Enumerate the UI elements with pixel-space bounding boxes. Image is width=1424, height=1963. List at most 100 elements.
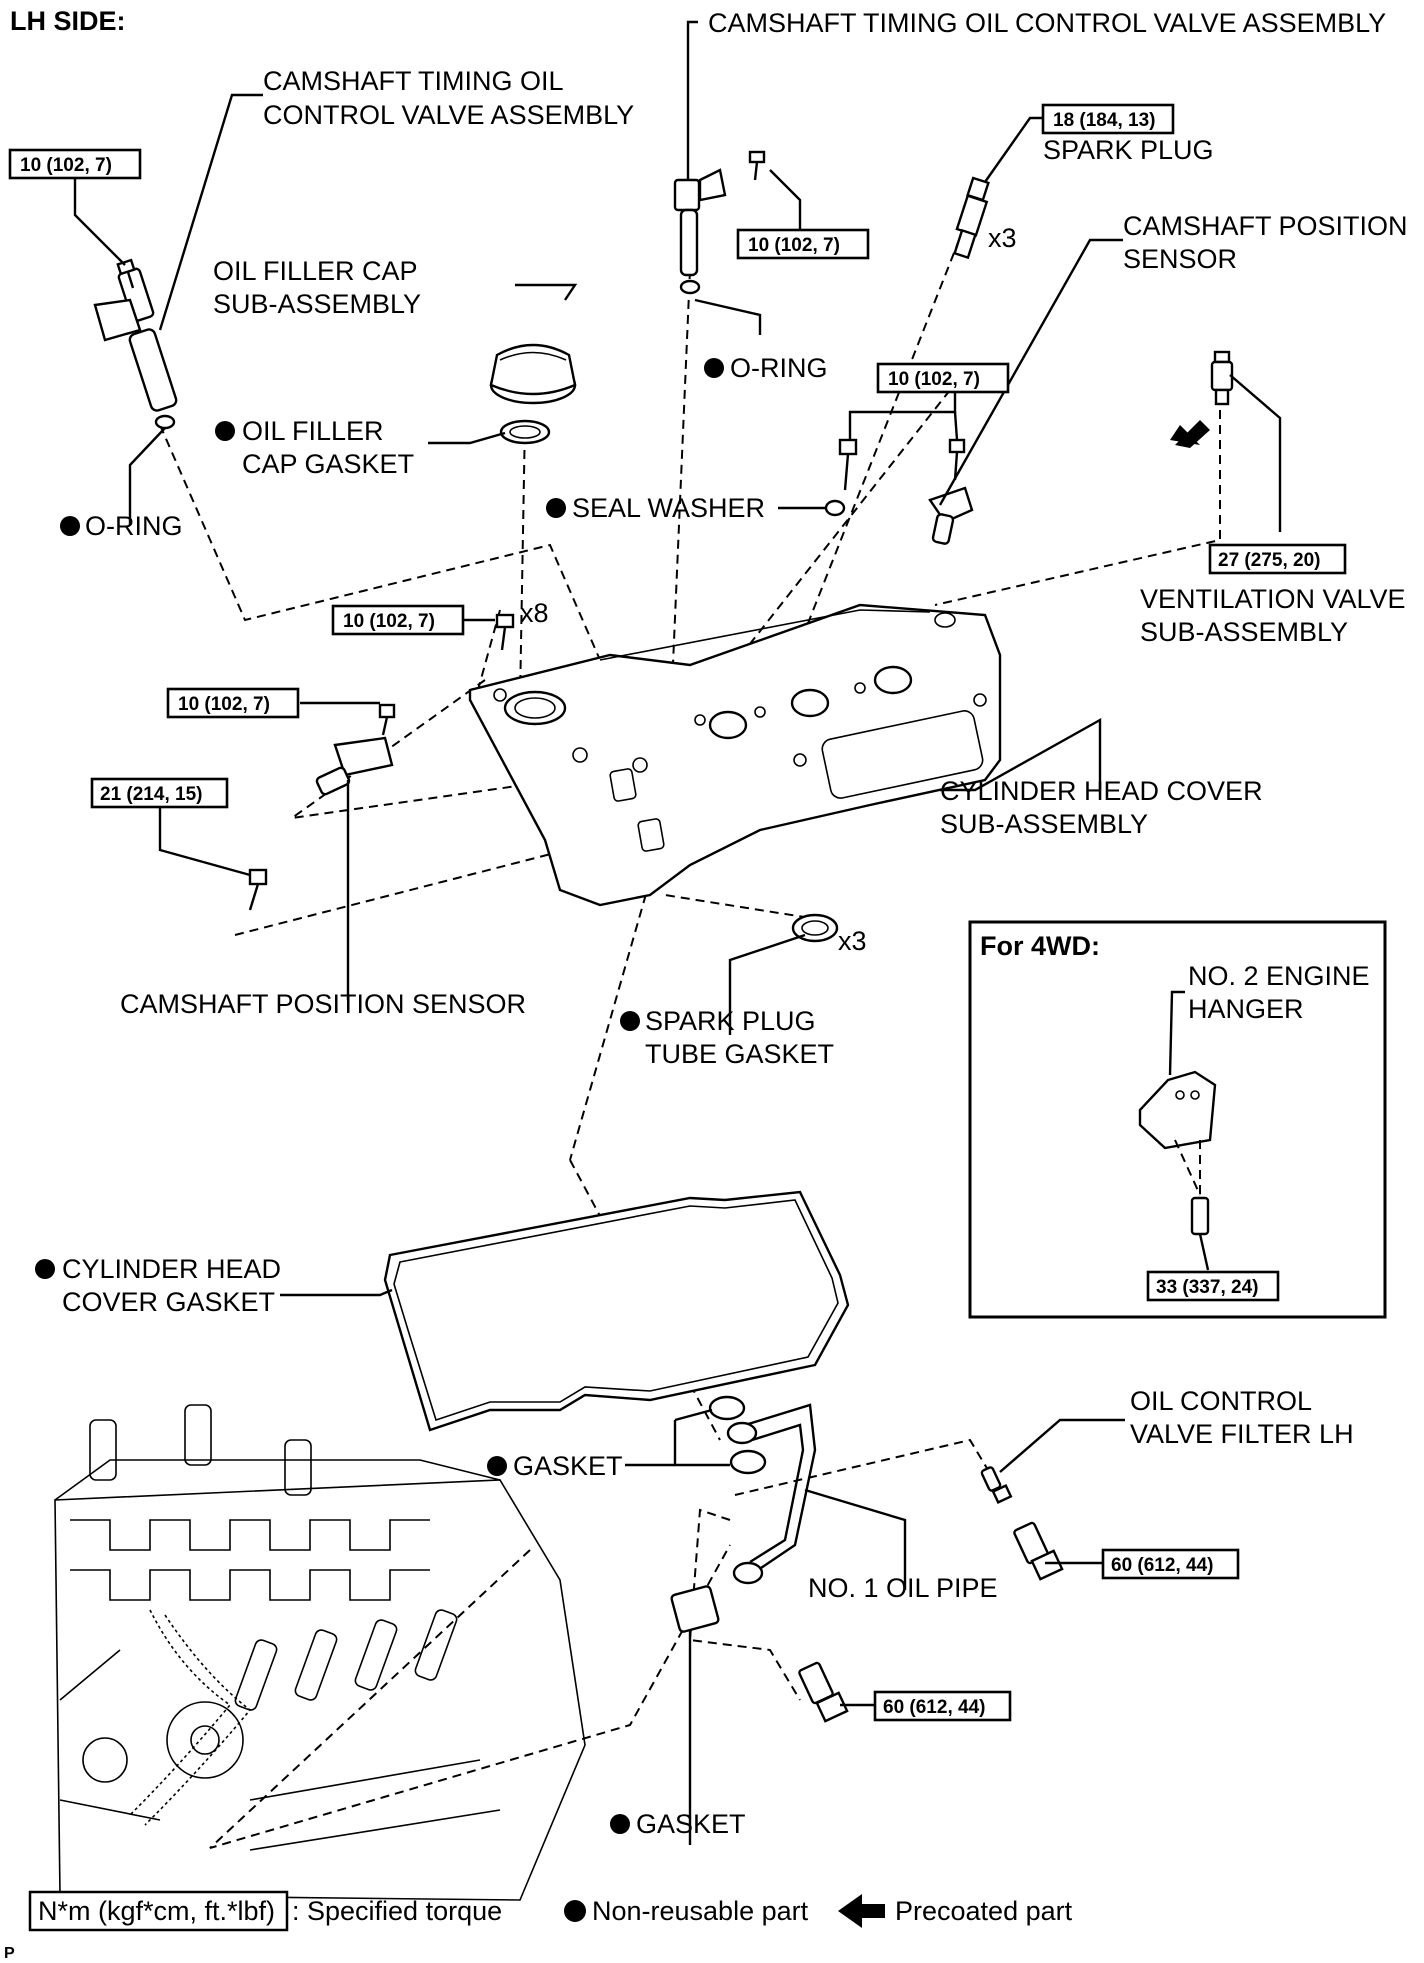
no1-oil-pipe xyxy=(726,1403,817,1585)
nonreusable-markers xyxy=(35,358,724,1834)
inset-hanger-label-1: NO. 2 ENGINE xyxy=(1188,961,1370,991)
label-seal-washer: SEAL WASHER xyxy=(572,493,765,523)
label-cam-pos-top-1: CAMSHAFT POSITION xyxy=(1123,211,1408,241)
torque-box-left-bolt: 21 (214, 15) xyxy=(90,777,229,809)
label-ventilation-1: VENTILATION VALVE xyxy=(1140,584,1406,614)
cam-sensor-left-bolt xyxy=(378,703,396,736)
svg-text:60 (612, 44): 60 (612, 44) xyxy=(1111,1555,1213,1576)
torque-box-union-bolt: 60 (612, 44) xyxy=(873,1690,1012,1722)
torque-specs: 10 (102, 7) 18 (184, 13) 10 (102, 7) 10 … xyxy=(8,103,1347,1722)
label-gasket-bottom: GASKET xyxy=(636,1809,746,1839)
diagram-title: LH SIDE: xyxy=(10,6,126,36)
label-cam-ocv-top: CAMSHAFT TIMING OIL CONTROL VALVE ASSEMB… xyxy=(708,8,1386,38)
nonreusable-dot-icon xyxy=(60,516,80,536)
svg-text:10 (102, 7): 10 (102, 7) xyxy=(20,155,112,176)
label-ocv-filter-1: OIL CONTROL xyxy=(1130,1386,1312,1416)
precoated-arrow-icon xyxy=(1170,420,1210,448)
label-cyl-gasket-2: COVER GASKET xyxy=(62,1287,275,1317)
oil-filler-cap-gasket xyxy=(499,419,551,445)
torque-box-top-ocv: 10 (102, 7) xyxy=(736,228,870,260)
legend-precoated-text: Precoated part xyxy=(895,1896,1073,1926)
label-spark-tube-2: TUBE GASKET xyxy=(645,1039,834,1069)
label-ventilation-2: SUB-ASSEMBLY xyxy=(1140,617,1348,647)
ocv-filter-bolt xyxy=(1013,1521,1064,1581)
label-cam-ocv-left-1: CAMSHAFT TIMING OIL xyxy=(263,66,564,96)
legend-nonreusable-dot-icon xyxy=(564,1900,586,1922)
torque-box-ventilation: 27 (275, 20) xyxy=(1208,543,1347,575)
label-oring-left: O-RING xyxy=(85,511,183,541)
label-oil-pipe: NO. 1 OIL PIPE xyxy=(808,1573,998,1603)
inset-title: For 4WD: xyxy=(980,931,1100,961)
nonreusable-dot-icon xyxy=(487,1456,507,1476)
svg-text:33 (337, 24): 33 (337, 24) xyxy=(1156,1277,1258,1298)
legend-torque-key: N*m (kgf*cm, ft.*lbf) xyxy=(38,1896,275,1926)
torque-box-ocv-filter-bolt: 60 (612, 44) xyxy=(1101,1548,1240,1580)
torque-box-cam-sensor-top: 10 (102, 7) xyxy=(876,362,1010,394)
torque-box-spark-plug: 18 (184, 13) xyxy=(1041,103,1175,135)
label-spark-tube-1: SPARK PLUG xyxy=(645,1006,816,1036)
legend-torque-text: : Specified torque xyxy=(292,1896,502,1926)
nonreusable-dot-icon xyxy=(704,358,724,378)
svg-text:10 (102, 7): 10 (102, 7) xyxy=(888,369,980,390)
ventilation-valve xyxy=(1210,350,1234,406)
svg-text:27 (275, 20): 27 (275, 20) xyxy=(1218,550,1320,571)
nonreusable-dot-icon xyxy=(620,1011,640,1031)
cylinder-head-cover xyxy=(468,603,1002,907)
left-bolt-21 xyxy=(248,868,268,911)
label-cam-ocv-left-2: CONTROL VALVE ASSEMBLY xyxy=(263,100,634,130)
svg-text:10 (102, 7): 10 (102, 7) xyxy=(343,611,435,632)
svg-text:10 (102, 7): 10 (102, 7) xyxy=(178,694,270,715)
inset-4wd: For 4WD: NO. 2 ENGINE HANGER 33 (337, 24… xyxy=(968,920,1387,1319)
label-oil-filler-cap-2: SUB-ASSEMBLY xyxy=(213,289,421,319)
label-spark-tube-qty: x3 xyxy=(838,926,867,956)
nonreusable-dot-icon xyxy=(215,421,235,441)
ocv-filter-lh xyxy=(980,1466,1013,1504)
label-spark-plug-qty: x3 xyxy=(988,223,1017,253)
union-block xyxy=(670,1585,720,1633)
torque-box-hanger-bolt: 33 (337, 24) xyxy=(1146,1270,1280,1302)
svg-text:10 (102, 7): 10 (102, 7) xyxy=(748,235,840,256)
footer-code: P xyxy=(4,1945,15,1962)
union-bolt xyxy=(798,1661,849,1723)
leader-lines xyxy=(73,20,1282,1845)
cover-bolt-top-mid xyxy=(838,438,858,491)
svg-text:18 (184, 13): 18 (184, 13) xyxy=(1053,110,1155,131)
left-ocv-assembly xyxy=(93,267,178,430)
inset-hanger-label-2: HANGER xyxy=(1188,994,1304,1024)
cam-position-sensor-left xyxy=(315,736,394,796)
seal-washer xyxy=(824,499,846,517)
label-gasket-mid: GASKET xyxy=(513,1451,623,1481)
label-cyl-gasket-1: CYLINDER HEAD xyxy=(62,1254,281,1284)
label-oil-filler-cap-1: OIL FILLER CAP xyxy=(213,256,418,286)
label-oil-filler-gasket-1: OIL FILLER xyxy=(242,416,384,446)
legend: N*m (kgf*cm, ft.*lbf) : Specified torque… xyxy=(28,1890,1073,1932)
label-spark-plug: SPARK PLUG xyxy=(1043,135,1214,165)
cam-position-sensor-top xyxy=(928,486,974,545)
label-oring-mid: O-RING xyxy=(730,353,828,383)
nonreusable-dot-icon xyxy=(610,1814,630,1834)
label-bolt-qty-x8: x8 xyxy=(520,598,549,628)
legend-precoated-arrow-icon xyxy=(838,1894,885,1928)
svg-text:60 (612, 44): 60 (612, 44) xyxy=(883,1697,985,1718)
label-cam-pos-bottom: CAMSHAFT POSITION SENSOR xyxy=(120,989,526,1019)
label-ocv-filter-2: VALVE FILTER LH xyxy=(1130,1419,1354,1449)
part-labels: CAMSHAFT TIMING OIL CONTROL VALVE ASSEMB… xyxy=(62,8,1408,1839)
nonreusable-dot-icon xyxy=(546,498,566,518)
torque-box-cover-bolts: 10 (102, 7) xyxy=(331,604,465,636)
top-ocv-bolt xyxy=(748,150,766,181)
cover-bolt-x8 xyxy=(495,613,515,651)
hanger-bolt xyxy=(1190,1196,1210,1236)
label-oil-filler-gasket-2: CAP GASKET xyxy=(242,449,414,479)
cylinder-head-cover-gasket xyxy=(383,1190,850,1432)
cam-sensor-top-bolt xyxy=(948,438,966,481)
top-ocv-assembly xyxy=(673,168,727,295)
oil-filler-cap xyxy=(489,343,577,405)
torque-box-cam-sensor-left: 10 (102, 7) xyxy=(166,687,300,719)
label-cam-pos-top-2: SENSOR xyxy=(1123,244,1237,274)
spark-plug xyxy=(953,176,990,260)
label-cyl-head-cover-2: SUB-ASSEMBLY xyxy=(940,809,1148,839)
nonreusable-dot-icon xyxy=(35,1259,55,1279)
engine-block-sketch xyxy=(54,1404,586,1901)
svg-text:21 (214, 15): 21 (214, 15) xyxy=(100,784,202,805)
